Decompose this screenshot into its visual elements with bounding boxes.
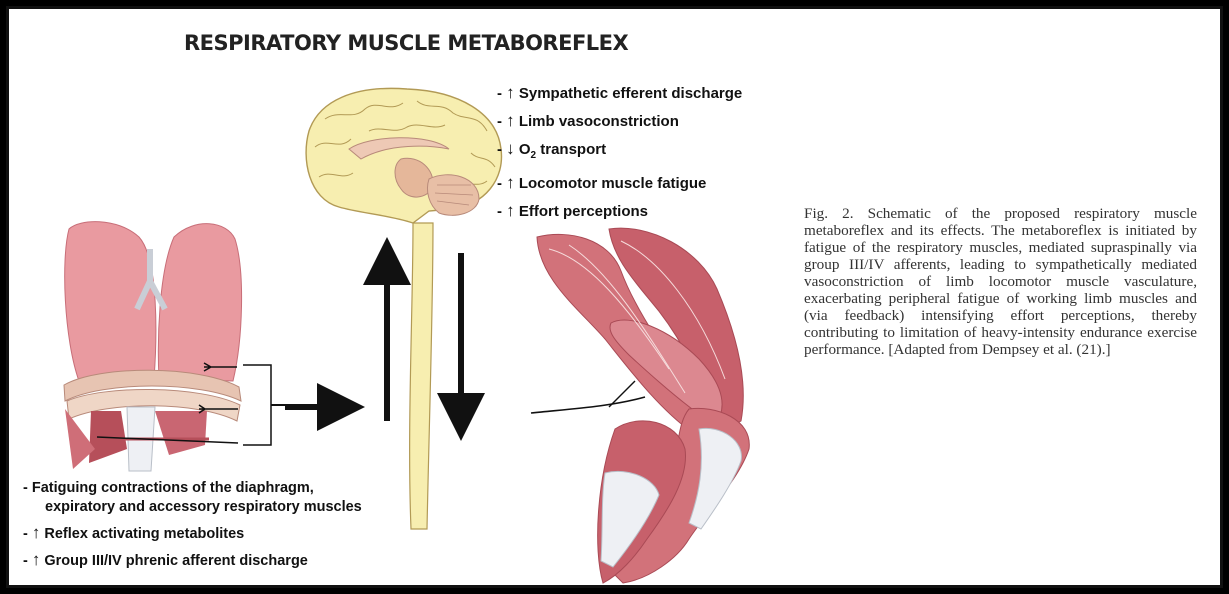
cause-item: - Fatiguing contractions of the diaphrag…: [23, 479, 362, 517]
figure-title: RESPIRATORY MUSCLE METABOREFLEX: [184, 31, 628, 55]
up-arrow-icon: ↑: [506, 201, 515, 220]
cause-item: - ↑ Reflex activating metabolites: [23, 523, 362, 544]
effect-item: - ↑ Limb vasoconstriction: [497, 107, 742, 135]
up-arrow-icon: ↑: [506, 111, 515, 130]
up-arrow-icon: ↑: [506, 83, 515, 102]
effect-item: - ↑ Sympathetic efferent discharge: [497, 79, 742, 107]
down-arrow-icon: ↓: [506, 139, 515, 158]
lungs-diaphragm-illustration: [64, 222, 242, 471]
brain-spinal-cord-illustration: [306, 88, 501, 529]
cause-item: - ↑ Group III/IV phrenic afferent discha…: [23, 550, 362, 571]
effect-item: - ↓ O2 transport: [497, 135, 742, 169]
leg-muscles-illustration: [531, 228, 749, 583]
up-arrow-icon: ↑: [506, 173, 515, 192]
figure-caption: Fig. 2. Schematic of the proposed respir…: [804, 205, 1197, 358]
effect-item: - ↑ Locomotor muscle fatigue: [497, 169, 742, 197]
effect-item: - ↑ Effort perceptions: [497, 197, 742, 225]
effects-list: - ↑ Sympathetic efferent discharge - ↑ L…: [497, 79, 742, 225]
causes-list: - Fatiguing contractions of the diaphrag…: [23, 479, 362, 577]
figure-frame: RESPIRATORY MUSCLE METABOREFLEX - ↑ Symp…: [6, 6, 1223, 588]
